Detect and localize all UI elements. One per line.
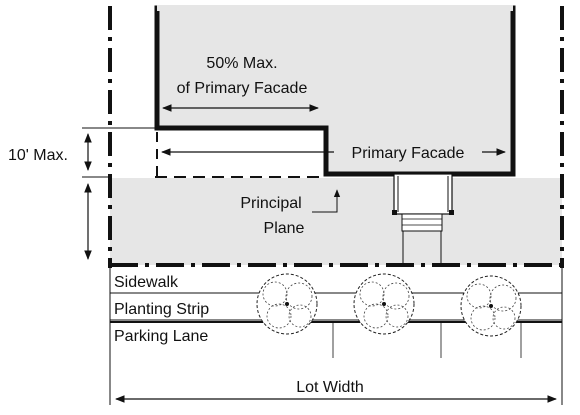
facade-max-label-line2: of Primary Facade (177, 80, 308, 97)
street-tree-icon (256, 273, 318, 335)
street-tree-icon (353, 273, 415, 335)
facade-max-label-line1: 50% Max. (206, 55, 277, 72)
planting-strip-label: Planting Strip (114, 301, 209, 318)
setback-max-label: 10' Max. (8, 147, 68, 164)
front-yard-zone (110, 178, 562, 265)
parking-lane-label: Parking Lane (114, 328, 208, 345)
street-tree-icon (460, 275, 522, 337)
principal-label-line2: Plane (264, 220, 305, 237)
primary-facade-label: Primary Facade (352, 145, 465, 162)
porch (392, 173, 454, 263)
lot-width-label: Lot Width (296, 379, 364, 396)
sidewalk-label: Sidewalk (114, 274, 179, 291)
principal-label-line1: Principal (240, 195, 301, 212)
